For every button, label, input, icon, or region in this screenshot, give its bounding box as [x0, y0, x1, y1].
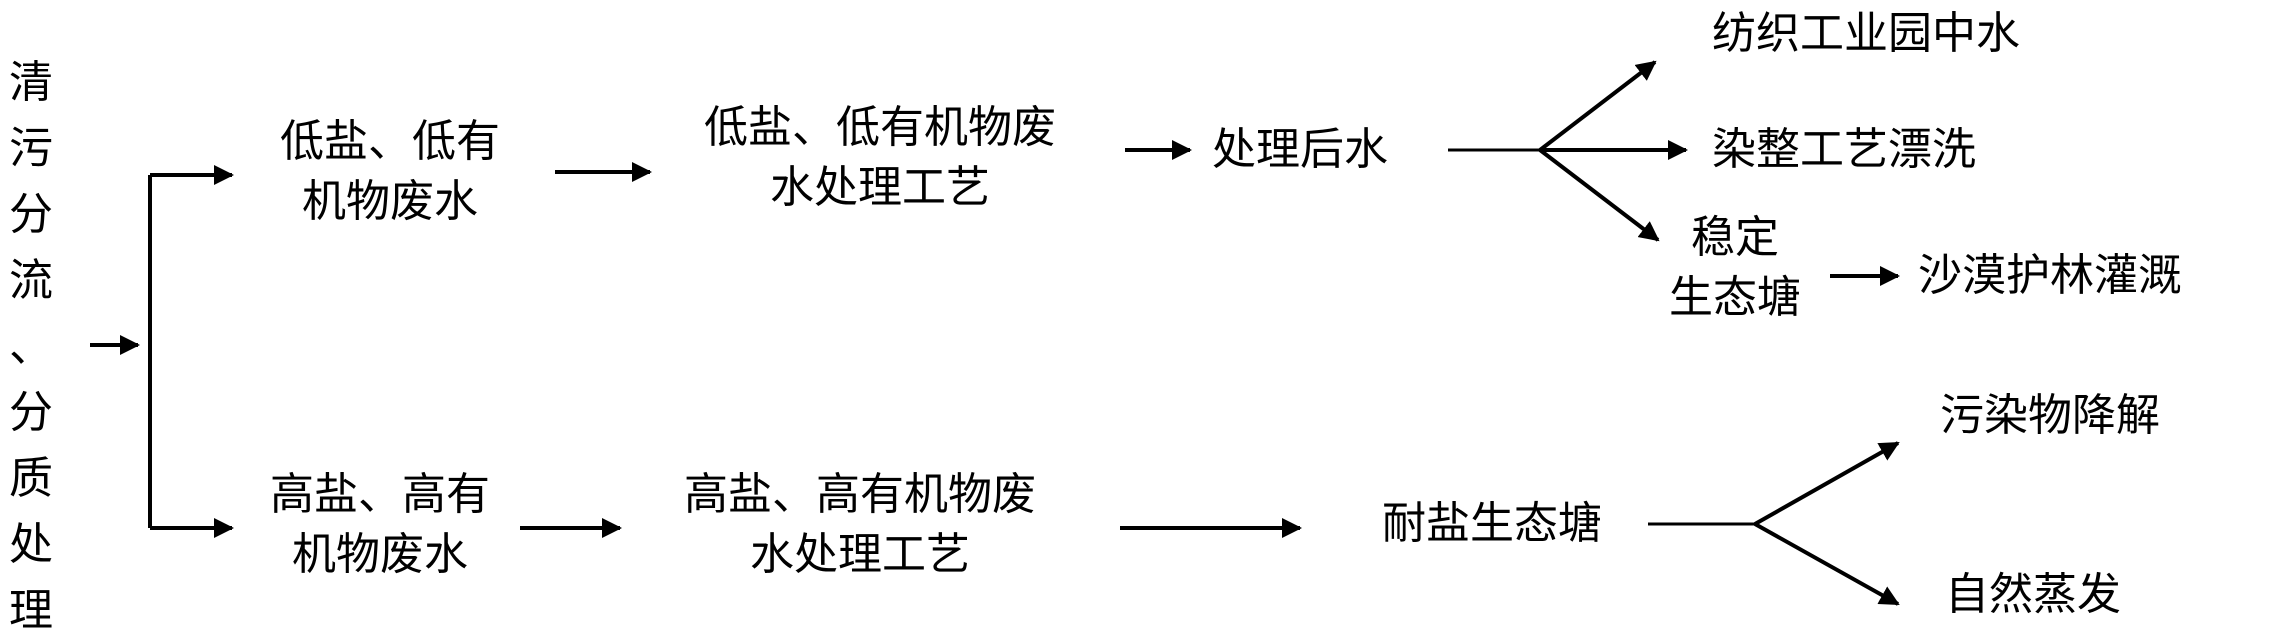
arrow-to-pollutant-degradation [1754, 441, 1900, 526]
title-char: 分 [9, 387, 53, 438]
title-char: 流 [9, 255, 53, 306]
node-line: 稳定 [1691, 212, 1779, 263]
title-char: 清 [9, 57, 53, 108]
vertical-title: 清 污 分 流 、 分 质 处 理 [6, 50, 56, 644]
node-low-process: 低盐、低有机物废 水处理工艺 [660, 98, 1100, 218]
node-high-wastewater: 高盐、高有 机物废水 [240, 465, 520, 585]
arrow-to-natural-evaporation [1754, 522, 1900, 606]
node-stable-pond: 稳定 生态塘 [1650, 208, 1820, 328]
title-char: 理 [9, 585, 53, 636]
node-textile-reuse: 纺织工业园中水 [1712, 8, 2020, 59]
node-line: 低盐、低有机物废 [704, 102, 1056, 153]
title-char: 、 [9, 321, 53, 372]
node-line: 高盐、高有 [270, 469, 490, 520]
arrow-to-textile-reuse [1538, 60, 1657, 152]
title-char: 分 [9, 189, 53, 240]
title-char: 质 [9, 453, 53, 504]
title-char: 污 [9, 123, 53, 174]
node-line: 机物废水 [302, 176, 478, 227]
node-line: 水处理工艺 [750, 529, 970, 580]
node-desert-irrigation: 沙漠护林灌溉 [1918, 250, 2182, 301]
node-high-process: 高盐、高有机物废 水处理工艺 [640, 465, 1080, 585]
node-line: 高盐、高有机物废 [684, 469, 1036, 520]
node-natural-evaporation: 自然蒸发 [1945, 569, 2121, 620]
flow-diagram-canvas [90, 60, 1900, 606]
title-char: 处 [9, 519, 53, 570]
node-treated-water: 处理后水 [1212, 124, 1388, 175]
node-line: 低盐、低有 [280, 116, 500, 167]
arrow-to-stable-pond [1538, 148, 1660, 242]
node-dyeing-rinse: 染整工艺漂洗 [1712, 124, 1976, 175]
node-line: 水处理工艺 [770, 162, 990, 213]
node-salt-pond: 耐盐生态塘 [1382, 498, 1602, 549]
node-line: 机物废水 [292, 529, 468, 580]
node-pollutant-degradation: 污染物降解 [1940, 390, 2160, 441]
node-low-wastewater: 低盐、低有 机物废水 [240, 112, 540, 232]
node-line: 生态塘 [1669, 272, 1801, 323]
